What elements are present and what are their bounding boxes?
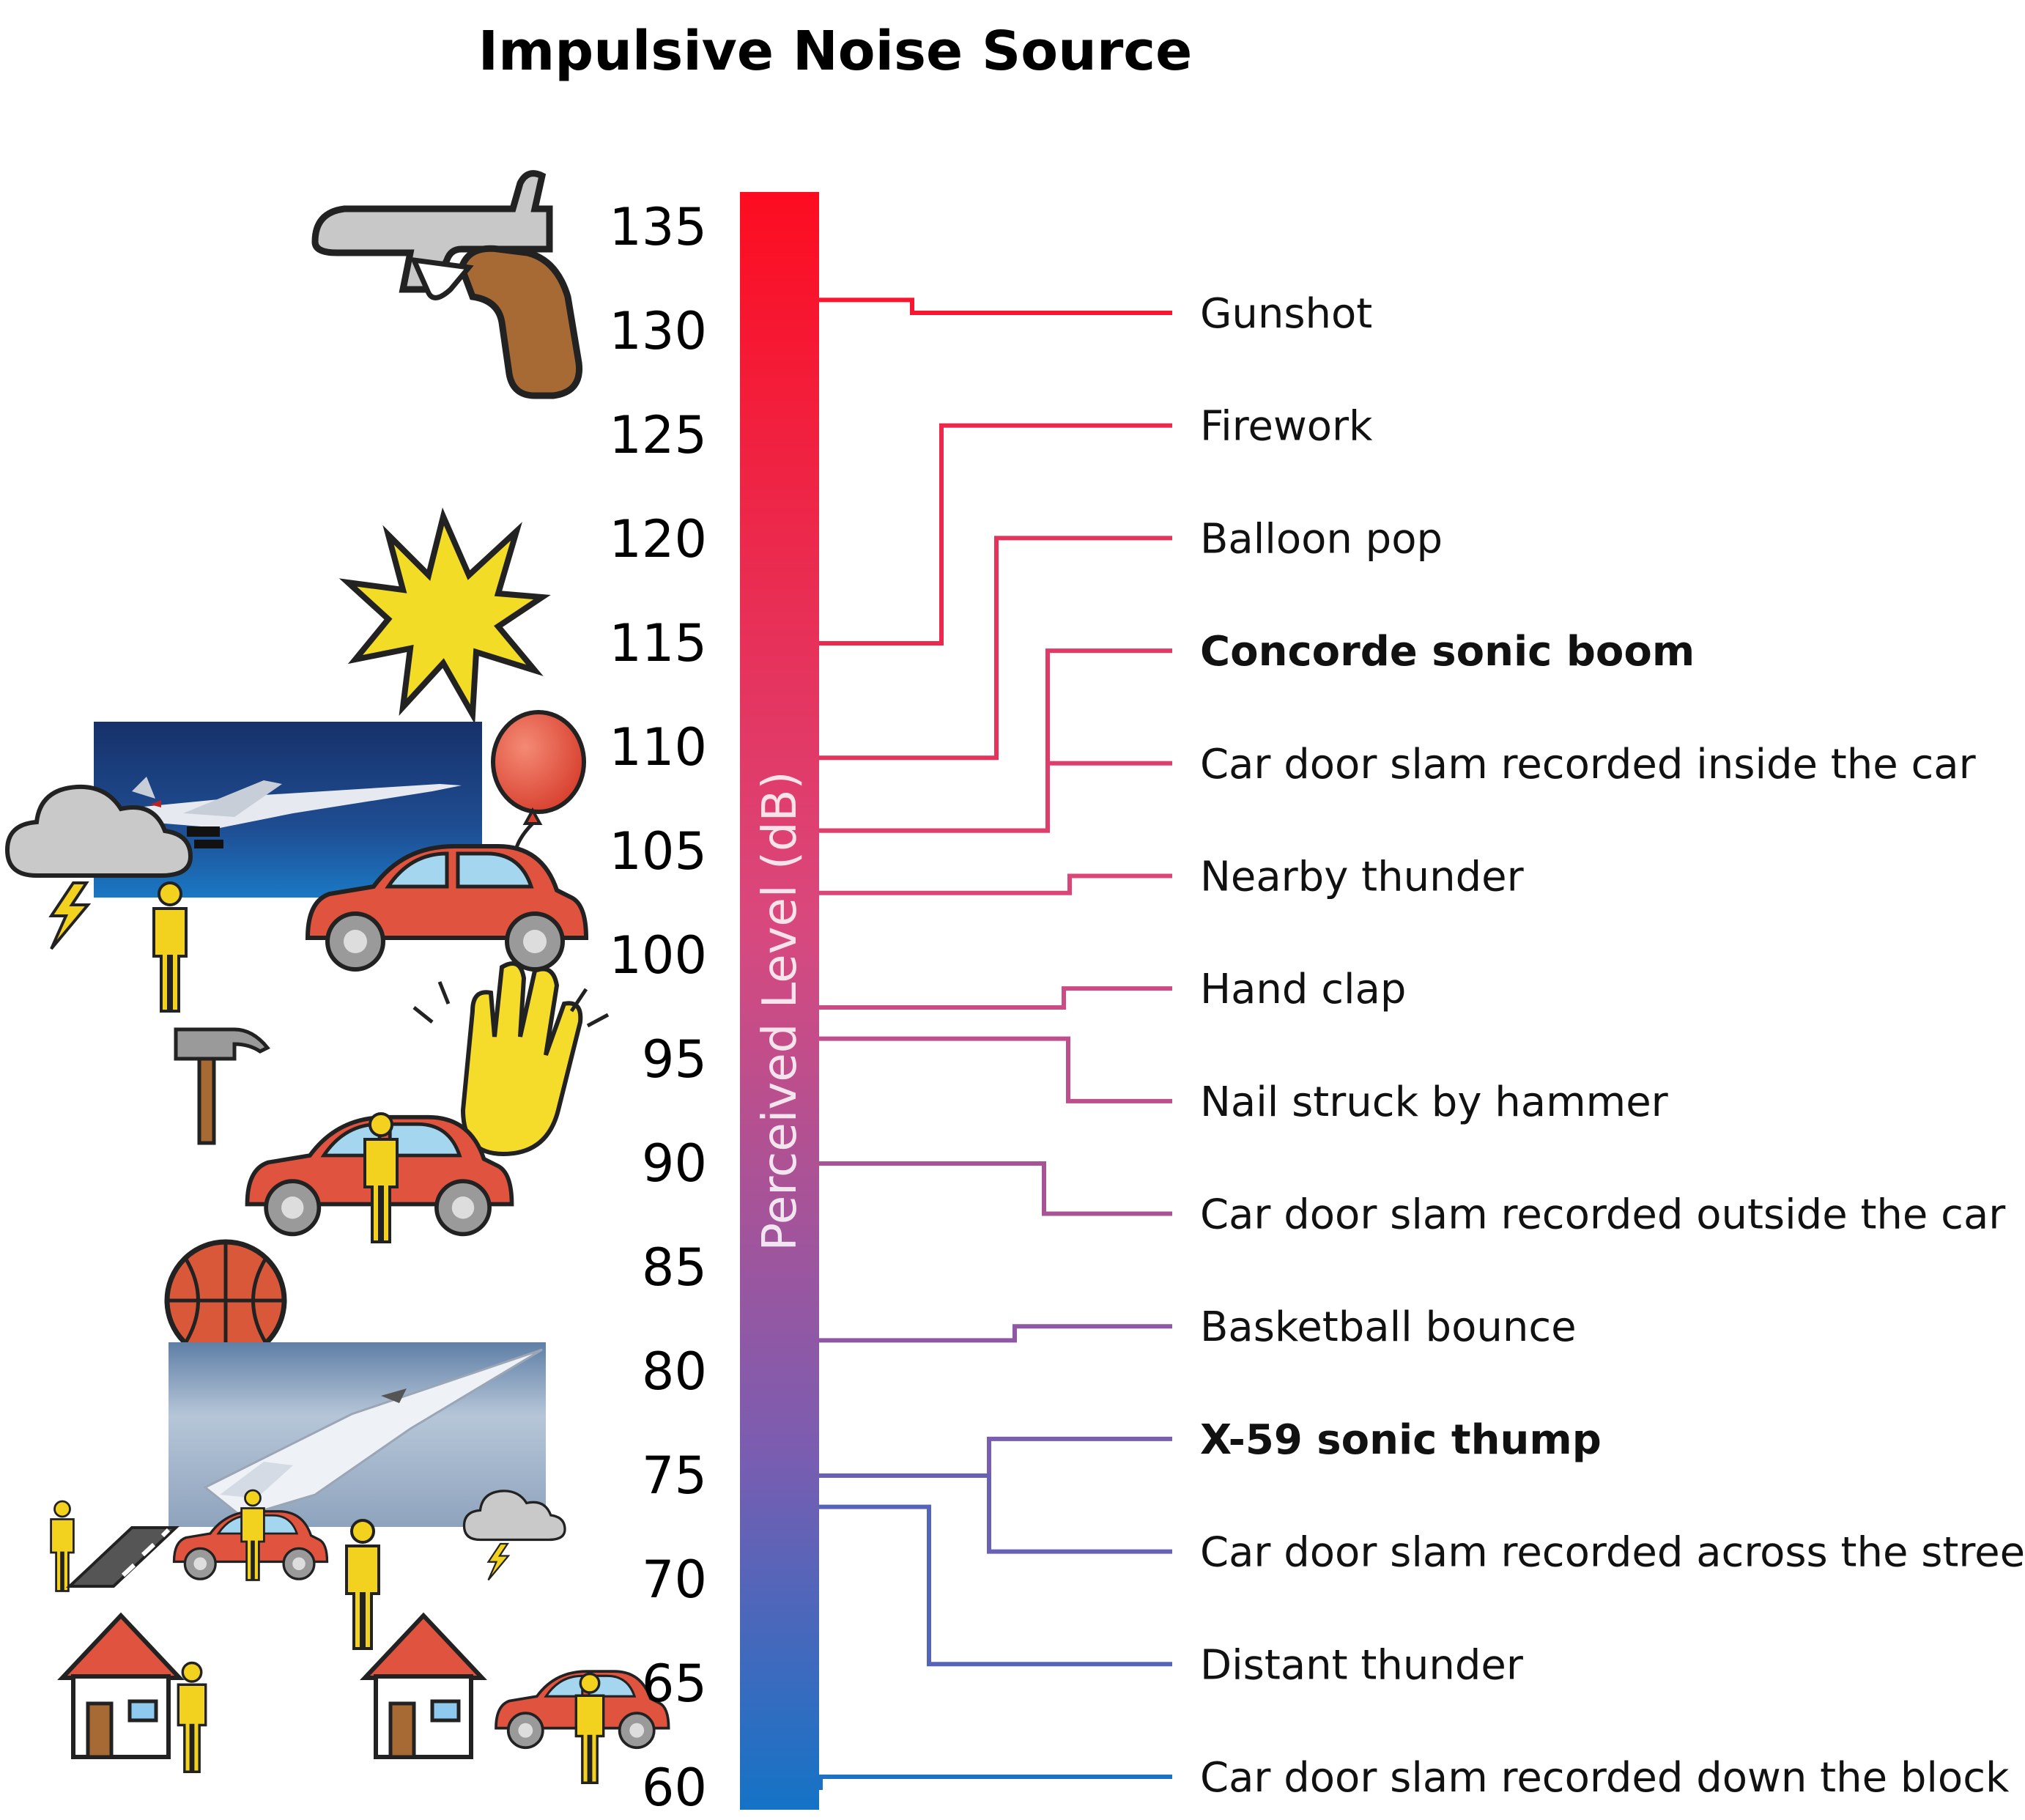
road-icon (65, 1526, 180, 1588)
x59-photo-icon (169, 1342, 546, 1527)
tick-label: 85 (642, 1238, 707, 1298)
source-label: Balloon pop (1200, 515, 1443, 563)
tick-label: 80 (642, 1342, 707, 1402)
source-label: Hand clap (1200, 966, 1406, 1013)
source-label: Nearby thunder (1200, 853, 1525, 900)
tick-label: 130 (609, 301, 707, 361)
tick-label: 110 (609, 717, 707, 777)
source-label: Car door slam recorded inside the car (1200, 741, 1977, 788)
connector-line (819, 1324, 1172, 1343)
connector-line (819, 1161, 1172, 1216)
tick-label: 65 (642, 1654, 707, 1714)
connector-line (819, 297, 1172, 315)
explosion-icon (338, 507, 551, 725)
source-label: Firework (1200, 403, 1373, 451)
connector-line (819, 1436, 1172, 1478)
connector-line (818, 1775, 1172, 1790)
source-label: X-59 sonic thump (1200, 1416, 1602, 1464)
y-ticks: 135 130 125 120 115 110 105 100 95 90 85 80 75 70 65 60 (609, 197, 707, 1818)
source-label: Concorde sonic boom (1200, 628, 1695, 676)
chart-title: Impulsive Noise Source (478, 20, 1193, 83)
connector-line (819, 873, 1172, 895)
connector-line (819, 423, 1172, 645)
source-label: Basketball bounce (1200, 1303, 1577, 1351)
source-label: Distant thunder (1200, 1641, 1524, 1689)
tick-label: 135 (609, 197, 707, 257)
source-label: Car door slam recorded down the block (1200, 1754, 2010, 1802)
tick-label: 95 (642, 1029, 707, 1090)
pistol-icon (311, 170, 583, 399)
tick-label: 75 (642, 1446, 707, 1506)
source-label: Car door slam recorded across the street (1200, 1529, 2025, 1577)
source-label: Nail struck by hammer (1200, 1079, 1669, 1126)
tick-label: 105 (609, 821, 707, 881)
tick-label: 100 (609, 925, 707, 985)
balloon-icon (491, 710, 586, 861)
tick-label: 125 (609, 405, 707, 465)
y-axis-label: Perceived Level (dB) (753, 772, 807, 1251)
connector-line (819, 1504, 1172, 1667)
connector-line (819, 1036, 1172, 1103)
connector-line (819, 986, 1172, 1010)
connector-line (819, 761, 1172, 833)
tick-label: 120 (609, 509, 707, 569)
connectors (818, 297, 1172, 1790)
tick-label: 115 (609, 613, 707, 673)
connector-line (819, 1473, 1172, 1554)
source-label: Car door slam recorded outside the car (1200, 1191, 2006, 1239)
tick-label: 60 (642, 1758, 707, 1818)
level-gradient-bar (740, 192, 819, 1810)
connector-line (819, 536, 1172, 761)
hammer-icon (174, 1027, 270, 1145)
source-label: Gunshot (1200, 290, 1372, 338)
tick-label: 90 (642, 1133, 707, 1194)
clapping-hands-icon (412, 961, 610, 1157)
basketball-icon (164, 1239, 287, 1362)
tick-label: 70 (642, 1550, 707, 1610)
